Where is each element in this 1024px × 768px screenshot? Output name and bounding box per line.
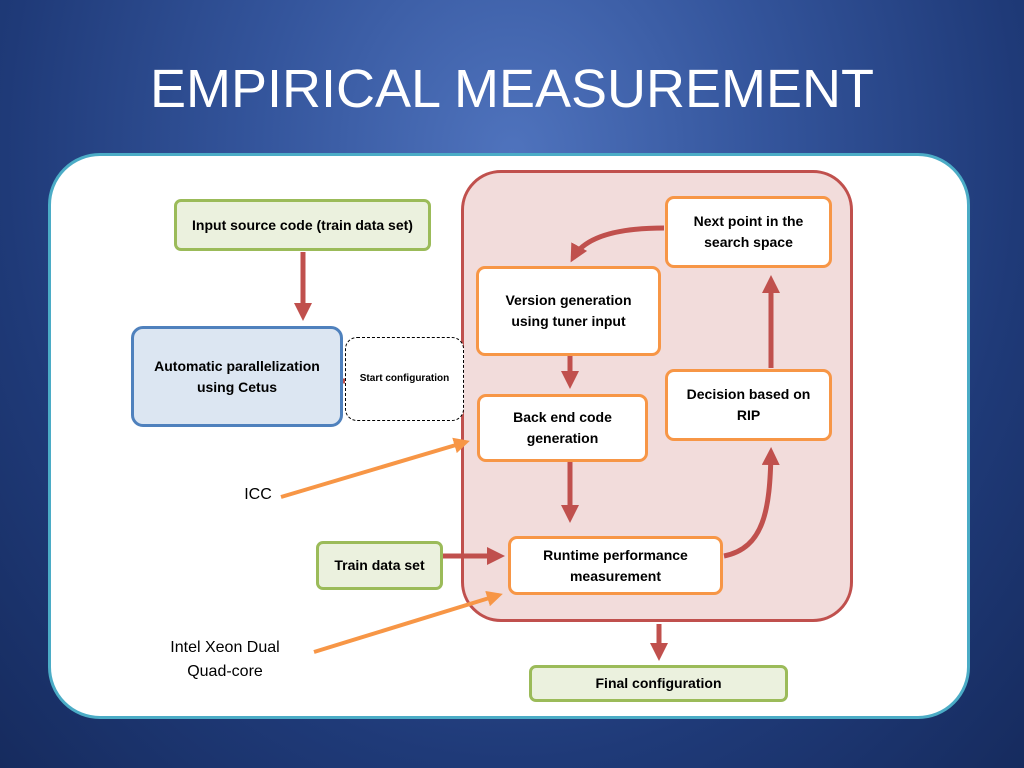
intel-xeon-label-line1: Intel Xeon Dual bbox=[170, 639, 280, 656]
decision-node: Decision based on RIP bbox=[665, 369, 832, 441]
back-end-node: Back end code generation bbox=[477, 394, 648, 462]
auto-parallel-node: Automatic parallelization using Cetus bbox=[131, 326, 343, 427]
input-source-node: Input source code (train data set) bbox=[174, 199, 431, 251]
slide-title: EMPIRICAL MEASUREMENT bbox=[149, 59, 875, 119]
final-configuration-node: Final configuration bbox=[529, 665, 788, 702]
intel-xeon-label: Intel Xeon Dual Quad-core bbox=[150, 636, 300, 684]
train-data-set-node: Train data set bbox=[316, 541, 443, 590]
start-config-node: Start configuration bbox=[345, 337, 464, 421]
icc-label: ICC bbox=[244, 486, 272, 503]
version-generation-node: Version generation using tuner input bbox=[476, 266, 661, 356]
next-point-node: Next point in the search space bbox=[665, 196, 832, 268]
runtime-performance-node: Runtime performance measurement bbox=[508, 536, 723, 595]
intel-xeon-label-line2: Quad-core bbox=[187, 663, 263, 680]
